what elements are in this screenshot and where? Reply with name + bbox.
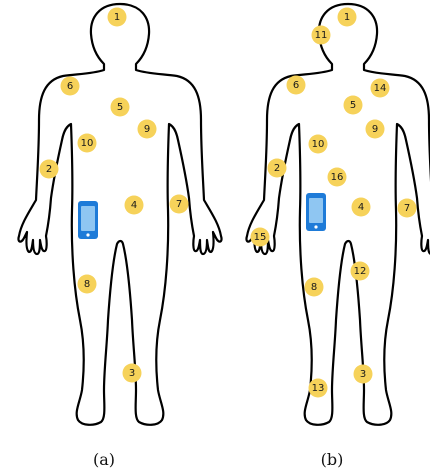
marker-label: 9 — [372, 124, 378, 135]
sensor-marker-11: 11 — [312, 26, 331, 45]
marker-label: 10 — [81, 138, 94, 149]
sensor-marker-15: 15 — [251, 228, 270, 247]
sensor-marker-10: 10 — [78, 134, 97, 153]
sensor-marker-10: 10 — [309, 135, 328, 154]
marker-label: 14 — [374, 83, 387, 94]
sensor-marker-6: 6 — [61, 77, 80, 96]
sensor-marker-14: 14 — [371, 79, 390, 98]
caption-a: (a) — [93, 450, 115, 469]
human-body-outline — [18, 4, 221, 425]
marker-label: 2 — [274, 163, 280, 174]
marker-label: 10 — [312, 139, 325, 150]
marker-label: 6 — [67, 81, 73, 92]
sensor-marker-3: 3 — [123, 364, 142, 383]
sensor-marker-16: 16 — [328, 168, 347, 187]
marker-label: 9 — [144, 124, 150, 135]
marker-label: 3 — [360, 369, 366, 380]
marker-label: 16 — [331, 172, 344, 183]
sensor-marker-3: 3 — [354, 365, 373, 384]
sensor-marker-2: 2 — [40, 160, 59, 179]
sensor-marker-9: 9 — [366, 120, 385, 139]
marker-label: 3 — [129, 368, 135, 379]
sensor-marker-9: 9 — [138, 120, 157, 139]
sensor-marker-1: 1 — [108, 8, 127, 27]
marker-label: 1 — [344, 12, 350, 23]
sensor-marker-4: 4 — [352, 198, 371, 217]
marker-label: 11 — [315, 30, 328, 41]
sensor-marker-2: 2 — [268, 159, 287, 178]
sensor-marker-12: 12 — [351, 262, 370, 281]
body-figure-a: 1 6 5 9 10 2 4 7 8 3 (a) — [18, 4, 221, 469]
marker-label: 7 — [404, 203, 410, 214]
marker-label: 7 — [176, 199, 182, 210]
sensor-marker-7: 7 — [398, 199, 417, 218]
marker-label: 15 — [254, 232, 267, 243]
sensor-marker-5: 5 — [111, 98, 130, 117]
sensor-marker-8: 8 — [305, 278, 324, 297]
sensor-marker-7: 7 — [170, 195, 189, 214]
marker-label: 13 — [312, 383, 325, 394]
smartphone-icon — [306, 193, 326, 231]
sensor-marker-1: 1 — [338, 8, 357, 27]
marker-label: 1 — [114, 12, 120, 23]
sensor-marker-5: 5 — [344, 96, 363, 115]
marker-label: 12 — [354, 266, 367, 277]
marker-label: 2 — [46, 164, 52, 175]
marker-label: 4 — [358, 202, 364, 213]
marker-label: 6 — [293, 80, 299, 91]
sensor-marker-13: 13 — [309, 379, 328, 398]
marker-label: 8 — [84, 279, 90, 290]
sensor-marker-6: 6 — [287, 76, 306, 95]
marker-label: 5 — [117, 102, 123, 113]
sensor-marker-4: 4 — [125, 196, 144, 215]
marker-label: 4 — [131, 200, 137, 211]
smartphone-icon — [78, 201, 98, 239]
marker-label: 8 — [311, 282, 317, 293]
sensor-marker-8: 8 — [78, 275, 97, 294]
caption-b: (b) — [321, 450, 344, 469]
sensor-markers-a: 1 6 5 9 10 2 4 7 8 3 — [40, 8, 189, 383]
marker-label: 5 — [350, 100, 356, 111]
